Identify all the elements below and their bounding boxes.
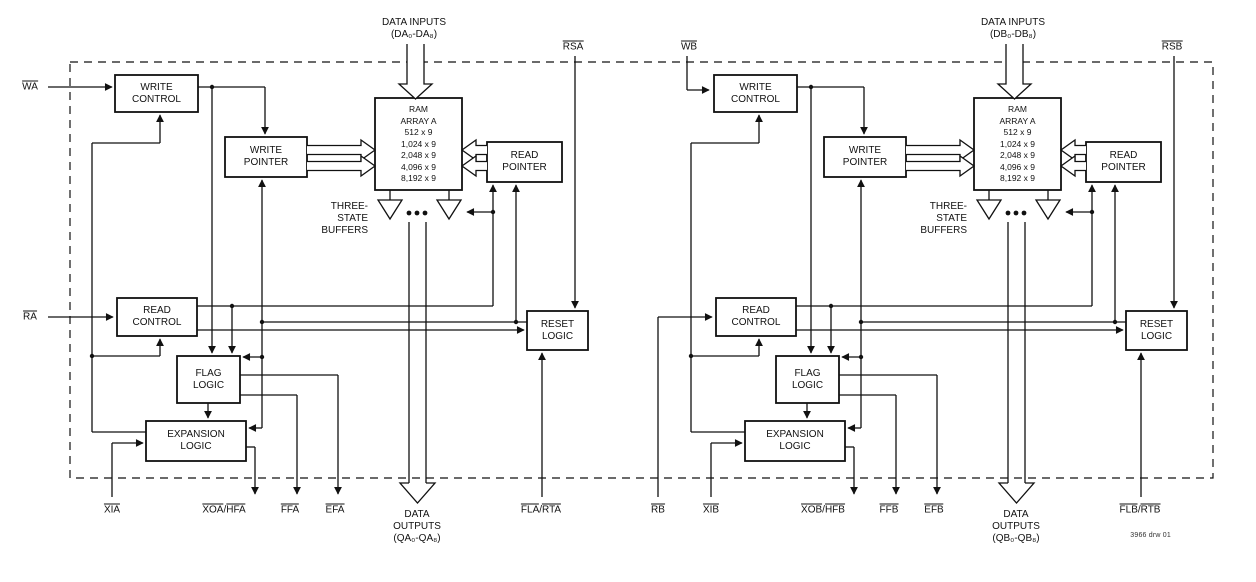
data-inputs-b-line2: (DB₀-DB₈) — [989, 29, 1037, 40]
rsb-signal-label: RSB — [1161, 40, 1183, 53]
drawing-number: 3966 drw 01 — [1130, 532, 1171, 539]
expansion-logic-b-label: EXPANSION LOGIC — [766, 429, 824, 452]
read-pointer-a-label: READ POINTER — [502, 150, 547, 173]
write-pointer-b-label: WRITE POINTER — [842, 145, 888, 168]
write-control-a-label: WRITE CONTROL — [132, 81, 181, 105]
rsa-signal-label: RSA — [562, 40, 584, 53]
reset-logic-b-label: RESET LOGIC — [1139, 318, 1174, 342]
external-input-routes — [48, 56, 713, 497]
expansion-logic-a-label: EXPANSION LOGIC — [167, 429, 225, 452]
xia-signal-label: XIA — [103, 503, 121, 516]
ffa-signal-label: FFA — [280, 503, 300, 516]
xib-signal-label: XIB — [702, 503, 720, 516]
data-inputs-b-label: DATA INPUTS (DB₀-DB₈) — [981, 17, 1045, 41]
xoa-hfa-signal-label: XOA/HFA — [202, 503, 246, 516]
ram-array-b-label: RAM ARRAY A 512 x 9 1,024 x 9 2,048 x 9 … — [999, 103, 1036, 183]
data-inputs-b-line1: DATA INPUTS — [980, 17, 1046, 28]
rb-signal-label: RB — [651, 503, 665, 516]
data-inputs-a-label: DATA INPUTS (DA₀-DA₈) — [382, 17, 446, 41]
flag-logic-b-label: FLAG LOGIC — [791, 367, 824, 391]
read-pointer-b-label: READ POINTER — [1101, 150, 1146, 173]
flag-logic-a-label: FLAG LOGIC — [192, 367, 225, 391]
wa-signal-label: WA — [22, 80, 38, 93]
device-boundary-dashed-box — [69, 61, 1214, 479]
data-outputs-b-label: DATA OUTPUTS (QB₀-QB₈) — [992, 509, 1040, 544]
fifo-b-linework — [689, 44, 1187, 503]
fla-rta-signal-label: FLA/RTA — [520, 503, 562, 516]
data-outputs-a-label: DATA OUTPUTS (QA₀-QA₈) — [393, 509, 441, 544]
reset-logic-a-label: RESET LOGIC — [540, 318, 575, 342]
data-inputs-a-line1: DATA INPUTS — [381, 17, 447, 28]
wb-signal-label: WB — [680, 40, 698, 53]
ffb-signal-label: FFB — [879, 503, 899, 516]
flb-rtb-signal-label: FLB/RTB — [1119, 503, 1161, 516]
efa-signal-label: EFA — [325, 503, 345, 516]
read-control-b-label: READ CONTROL — [731, 305, 781, 328]
efb-signal-label: EFB — [924, 503, 944, 516]
three-state-buffers-b-label: THREE- STATE BUFFERS — [920, 201, 967, 236]
ra-signal-label: RA — [23, 310, 37, 323]
read-control-a-label: READ CONTROL — [132, 305, 182, 328]
write-control-b-label: WRITE CONTROL — [731, 81, 780, 105]
three-state-buffers-a-label: THREE- STATE BUFFERS — [321, 201, 368, 236]
ram-array-a-label: RAM ARRAY A 512 x 9 1,024 x 9 2,048 x 9 … — [400, 103, 437, 183]
xob-hfb-signal-label: XOB/HFB — [801, 503, 845, 516]
fifo-a-linework — [90, 44, 588, 503]
write-pointer-a-label: WRITE POINTER — [243, 145, 289, 168]
data-inputs-a-line2: (DA₀-DA₈) — [390, 29, 438, 40]
